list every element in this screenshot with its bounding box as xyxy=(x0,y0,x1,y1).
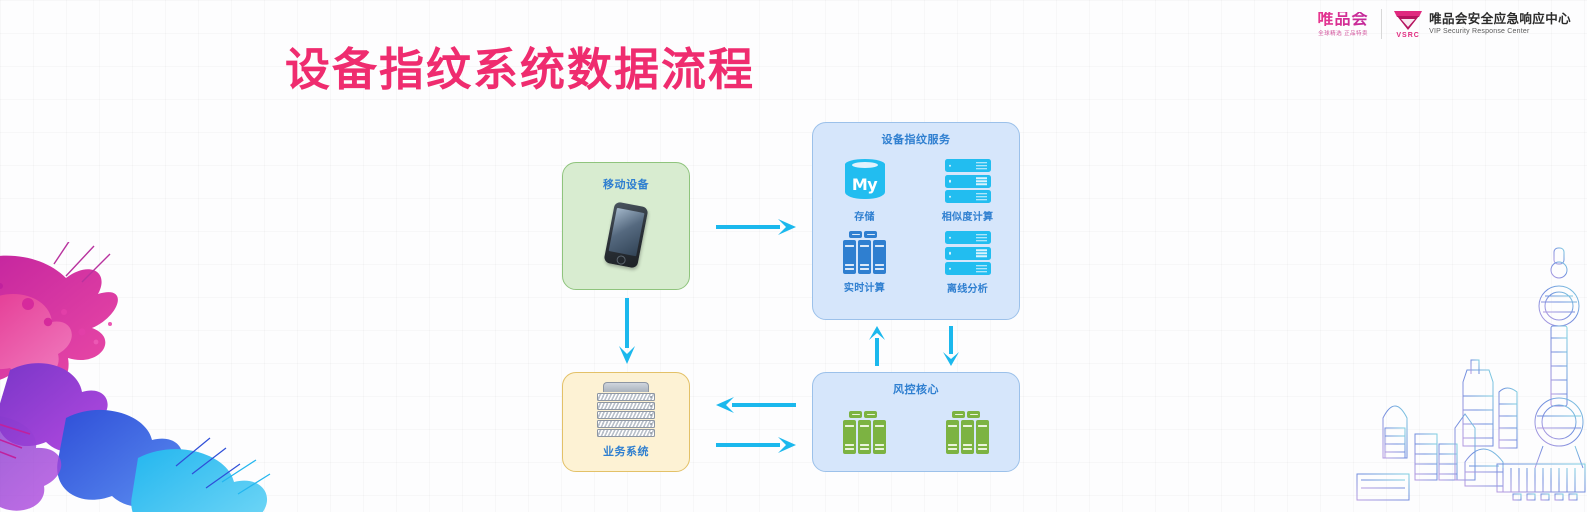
vipshop-logo: 唯品会 全球精选 正品特卖 xyxy=(1316,10,1370,37)
tower-servers-icon xyxy=(843,411,886,454)
arrow-dfp-to-risk xyxy=(942,326,960,366)
node-mobile-device[interactable]: 移动设备 xyxy=(562,162,690,290)
logo-divider xyxy=(1381,9,1383,39)
dfp-item-realtime-label: 实时计算 xyxy=(843,283,886,294)
mysql-database-icon: My xyxy=(844,159,885,203)
vsrc-name-en: VIP Security Response Center xyxy=(1429,28,1530,36)
rack-unit xyxy=(597,420,655,428)
smartphone-home-button xyxy=(615,254,627,265)
vipshop-logo-text: 唯品会 xyxy=(1317,10,1369,28)
node-mobile-device-label: 移动设备 xyxy=(603,179,649,191)
rack-unit xyxy=(597,393,655,401)
node-business-system[interactable]: 业务系统 xyxy=(562,372,690,472)
arrow-mobile-to-business xyxy=(618,298,636,364)
dfp-item-similarity[interactable]: 相似度计算 xyxy=(942,159,994,223)
node-business-system-label: 业务系统 xyxy=(603,445,649,458)
paint-splash-decoration xyxy=(0,239,300,512)
vsrc-name-cn: 唯品会安全应急响应中心 xyxy=(1429,11,1571,26)
arrow-risk-to-business xyxy=(716,396,796,414)
server-rack-icon xyxy=(597,381,655,437)
tower-servers-icon xyxy=(946,411,989,454)
dfp-item-realtime[interactable]: 实时计算 xyxy=(843,231,886,294)
rack-unit xyxy=(597,402,655,410)
node-device-fingerprint-service-label: 设备指纹服务 xyxy=(881,134,951,146)
shanghai-skyline-decoration xyxy=(1337,222,1587,512)
dfp-item-offline-label: 离线分析 xyxy=(946,284,989,295)
vsrc-shield-icon: VSRC xyxy=(1393,9,1423,39)
dfp-item-storage-label: 存储 xyxy=(854,212,875,223)
vsrc-abbrev: VSRC xyxy=(1396,32,1420,39)
slide-title: 设备指纹系统数据流程 xyxy=(284,43,755,96)
dfp-icon-grid: My 存储 相似度计算 xyxy=(813,159,1019,295)
arrow-risk-to-dfp xyxy=(868,326,886,366)
flow-diagram: 移动设备 业务系统 设备指纹服务 xyxy=(540,100,1040,500)
mysql-badge: My xyxy=(851,175,878,194)
smartphone-screen xyxy=(608,207,645,257)
server-units-icon xyxy=(944,159,991,203)
node-risk-control-core-label: 风控核心 xyxy=(893,384,939,396)
arrow-mobile-to-dfp xyxy=(716,218,796,236)
vsrc-logo: VSRC 唯品会安全应急响应中心 VIP Security Response C… xyxy=(1393,9,1571,39)
rack-unit xyxy=(597,411,655,419)
rack-top xyxy=(603,381,649,392)
dfp-item-similarity-label: 相似度计算 xyxy=(941,212,994,223)
vipshop-logo-tagline: 全球精选 正品特卖 xyxy=(1318,30,1368,37)
arrow-business-to-risk xyxy=(716,436,796,454)
risk-server-groups xyxy=(813,411,1019,454)
server-units-icon xyxy=(944,231,991,275)
brand-logo-bar: 唯品会 全球精选 正品特卖 VSRC 唯品会安全应急响应中心 VIP Secur… xyxy=(1316,9,1571,39)
node-device-fingerprint-service[interactable]: 设备指纹服务 My 存储 xyxy=(812,122,1020,320)
tower-servers-icon xyxy=(843,231,886,274)
rack-unit xyxy=(597,429,655,437)
vsrc-name-block: 唯品会安全应急响应中心 VIP Security Response Center xyxy=(1429,12,1571,36)
node-risk-control-core[interactable]: 风控核心 xyxy=(812,372,1020,472)
dfp-item-offline[interactable]: 离线分析 xyxy=(944,231,991,295)
dfp-item-storage[interactable]: My 存储 xyxy=(844,159,885,223)
smartphone-icon xyxy=(603,201,649,269)
